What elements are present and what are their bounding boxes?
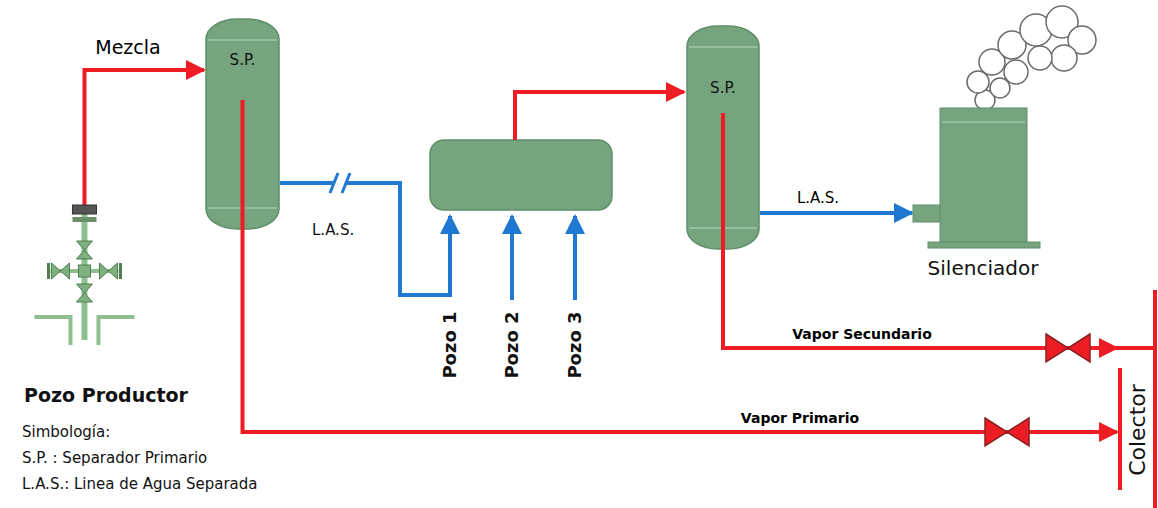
legend-heading: Simbología: [22, 424, 110, 441]
node-label: S.P. [230, 52, 256, 69]
well-arrow [573, 216, 577, 300]
separator-vessel: S.P. [686, 25, 760, 250]
steam-line [84, 70, 204, 205]
silencer-outline [913, 100, 1053, 280]
node-label: S.P. [710, 80, 736, 97]
separator-vessel: S.P. [205, 18, 280, 230]
line-label: L.A.S. [312, 222, 354, 239]
node-label: Colector [1125, 384, 1150, 476]
water-line [760, 211, 912, 215]
gate-valve [985, 418, 1029, 446]
separator-vessel-outline [205, 18, 280, 230]
gate-valve [1046, 334, 1090, 362]
legend-entry: S.P. : Separador Primario [22, 450, 207, 467]
wellhead-outline [20, 205, 192, 407]
node-label: Pozo Productor [24, 385, 188, 407]
steam-line [515, 92, 684, 140]
steam-line [723, 250, 1117, 348]
header-join [1116, 346, 1155, 350]
legend-entry: L.A.S.: Linea de Agua Separada [22, 476, 258, 493]
well-label: Pozo 1 [440, 311, 461, 378]
steam-cloud [967, 6, 1096, 110]
silencer: Silenciador [913, 100, 1053, 280]
wellhead: Pozo Productor [20, 205, 192, 407]
separator-vessel-outline [686, 25, 760, 250]
water-line [280, 183, 450, 295]
edge-label: Vapor Primario [739, 410, 861, 426]
edge-label: Mezcla [93, 37, 162, 59]
flash-tank [430, 140, 612, 210]
line-break-symbol [330, 173, 350, 193]
steam-line [243, 230, 1118, 432]
well-arrow [510, 216, 514, 300]
well-label: Pozo 3 [565, 311, 586, 378]
edge-label: L.A.S. [795, 190, 841, 207]
steam-collector: Colector [1118, 290, 1158, 508]
well-label: Pozo 2 [502, 311, 523, 378]
node-label: Silenciador [928, 257, 1039, 280]
edge-label: Vapor Secundario [790, 326, 934, 342]
